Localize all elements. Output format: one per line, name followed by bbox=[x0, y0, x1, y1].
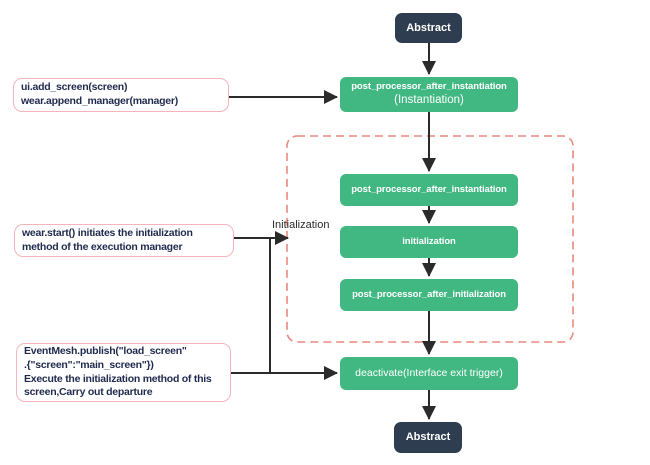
node-abstract-bottom: Abstract bbox=[394, 422, 462, 453]
node-deactivate: deactivate(Interface exit trigger) bbox=[340, 357, 518, 390]
node-abstract-top-label: Abstract bbox=[406, 21, 451, 34]
annotation-add-screen-text: ui.add_screen(screen) wear.append_manage… bbox=[21, 81, 178, 107]
node-post-processor-after-instantiation-entry: post_processor_after_instantiation (Inst… bbox=[340, 77, 518, 112]
annotation-eventmesh-publish: EventMesh.publish("load_screen" .{"scree… bbox=[16, 343, 231, 402]
annotation-eventmesh-publish-text: EventMesh.publish("load_screen" .{"scree… bbox=[24, 344, 212, 399]
node-post-processor-after-initialization: post_processor_after_initialization bbox=[340, 279, 518, 311]
node-instantiation-subtitle: (Instantiation) bbox=[394, 93, 464, 106]
node-post-processor-after-instantiation: post_processor_after_instantiation bbox=[340, 174, 518, 206]
node-instantiation-title: post_processor_after_instantiation bbox=[351, 80, 507, 92]
node-abstract-top: Abstract bbox=[395, 13, 462, 43]
annotation-add-screen: ui.add_screen(screen) wear.append_manage… bbox=[13, 78, 229, 112]
initialization-phase-label: Initialization bbox=[272, 219, 330, 231]
node-abstract-bottom-label: Abstract bbox=[405, 431, 451, 444]
annotation-wear-start-text: wear.start() initiates the initializatio… bbox=[22, 226, 193, 253]
node-deactivate-label: deactivate(Interface exit trigger) bbox=[355, 367, 503, 380]
node-post-instantiation-label: post_processor_after_instantiation bbox=[351, 183, 507, 195]
node-post-initialization-label: post_processor_after_initialization bbox=[352, 288, 506, 300]
node-initialization: initialization bbox=[340, 226, 518, 258]
annotation-wear-start: wear.start() initiates the initializatio… bbox=[14, 224, 234, 257]
node-initialization-label: initialization bbox=[402, 235, 456, 247]
